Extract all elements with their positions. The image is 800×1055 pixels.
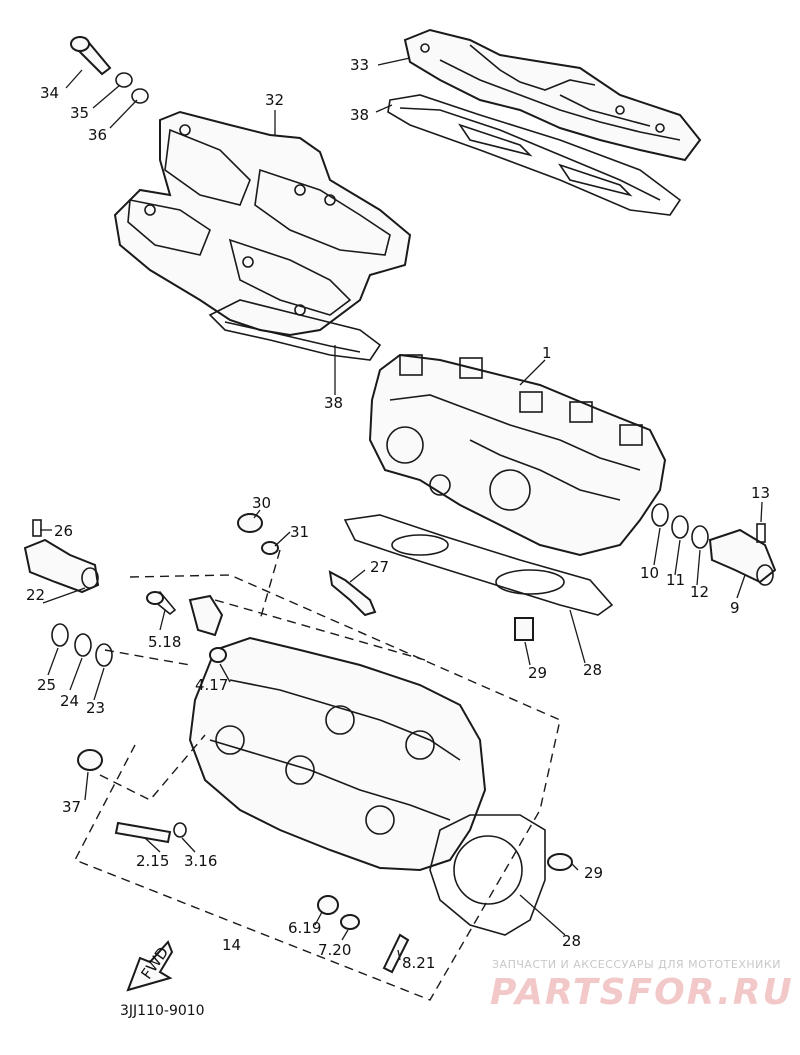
watermark-logo: PARTSFOR.RU <box>490 972 794 1013</box>
plug-4-17 <box>209 647 227 663</box>
washer-7-20 <box>340 914 360 930</box>
watermark-tagline: ЗАПЧАСТИ И АКСЕССУАРЫ ДЛЯ МОТОТЕХНИКИ <box>492 958 781 971</box>
assembly-callout-line-1 <box>104 649 191 666</box>
pin-26 <box>32 519 42 537</box>
pin-13 <box>756 523 766 543</box>
part-label-36: 36 <box>88 126 107 144</box>
bolt-34 <box>70 36 112 76</box>
assembly-callout-line-2 <box>99 734 206 801</box>
part-label-23: 23 <box>86 699 105 717</box>
part-label-38-lower: 38 <box>324 394 343 412</box>
spark-plug <box>328 570 377 617</box>
head-gasket-front <box>429 814 546 936</box>
part-label-34: 34 <box>40 84 59 102</box>
part-label-31: 31 <box>290 523 309 541</box>
part-label-14: 14 <box>222 936 241 954</box>
part-label-35: 35 <box>70 104 89 122</box>
valve-guide <box>114 821 172 844</box>
part-label-30: 30 <box>252 494 271 512</box>
o-rings-right <box>651 503 709 549</box>
assembly-callout-line-4 <box>259 549 281 621</box>
head-cover-gasket-rear <box>387 94 682 216</box>
dowel-pin-upper <box>514 617 534 641</box>
part-labels: 1 2.15 3.16 4.17 5.18 6.19 7.20 8.21 9 1… <box>26 56 770 972</box>
plug-31 <box>261 541 279 555</box>
o-rings-left <box>51 623 113 667</box>
assembly-callout-line-3 <box>214 599 426 661</box>
part-label-28-upper: 28 <box>583 661 602 679</box>
part-label-8-21: 8.21 <box>402 954 435 972</box>
part-label-12: 12 <box>690 583 709 601</box>
camshaft-cap-left <box>23 538 100 594</box>
part-label-27: 27 <box>370 558 389 576</box>
part-label-22: 22 <box>26 586 45 604</box>
part-label-24: 24 <box>60 692 79 710</box>
stud-8-21 <box>382 933 410 974</box>
part-label-13: 13 <box>751 484 770 502</box>
part-label-28-lower: 28 <box>562 932 581 950</box>
part-label-11: 11 <box>666 571 685 589</box>
part-label-32: 32 <box>265 91 284 109</box>
clip-3-16 <box>173 822 187 838</box>
bracket-5-18 <box>188 594 224 637</box>
fwd-arrow-icon: FWD <box>126 940 174 992</box>
part-label-29-upper: 29 <box>528 664 547 682</box>
part-label-6-19: 6.19 <box>288 919 321 937</box>
head-cover-rear <box>403 28 702 162</box>
part-label-38-upper: 38 <box>350 106 369 124</box>
part-label-29-lower: 29 <box>584 864 603 882</box>
plug-37 <box>77 749 103 771</box>
cylinder-head-rear <box>368 353 667 557</box>
dowel-pin-lower <box>547 853 573 871</box>
cylinder-head-front <box>188 636 487 872</box>
plug-30 <box>237 513 263 533</box>
part-label-37: 37 <box>62 798 81 816</box>
part-label-33: 33 <box>350 56 369 74</box>
part-label-2-15: 2.15 <box>136 852 169 870</box>
part-label-1: 1 <box>542 344 552 362</box>
part-label-5-18: 5.18 <box>148 633 181 651</box>
head-cover-front <box>113 110 412 337</box>
part-label-25: 25 <box>37 676 56 694</box>
plug-6-19 <box>317 895 339 915</box>
washer-35 <box>115 72 133 88</box>
bolt-5-18 <box>146 591 177 616</box>
leader-lines <box>40 57 763 961</box>
part-label-26: 26 <box>54 522 73 540</box>
part-label-7-20: 7.20 <box>318 941 351 959</box>
diagram-code: 3JJ110-9010 <box>120 1003 205 1019</box>
part-label-10: 10 <box>640 564 659 582</box>
head-cover-gasket-front <box>208 299 382 361</box>
part-label-4-17: 4.17 <box>195 676 228 694</box>
part-label-3-16: 3.16 <box>184 852 217 870</box>
camshaft-cap-right <box>708 528 777 586</box>
washer-36 <box>131 88 149 104</box>
part-label-9: 9 <box>730 599 740 617</box>
head-gasket-rear <box>343 514 614 616</box>
